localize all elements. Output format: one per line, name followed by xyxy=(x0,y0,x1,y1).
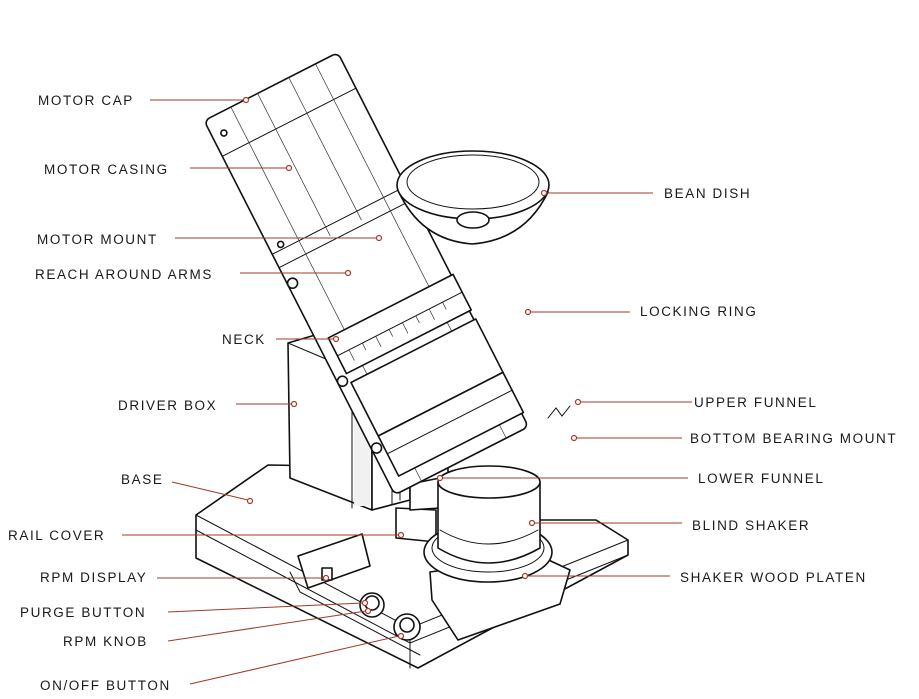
label-rail-cover: RAIL COVER xyxy=(8,528,105,543)
label-blind-shaker: BLIND SHAKER xyxy=(692,518,810,533)
logo-mark xyxy=(547,405,571,419)
label-lower-funnel: LOWER FUNNEL xyxy=(698,471,824,486)
grinder-illustration xyxy=(195,53,629,669)
label-motor-cap: MOTOR CAP xyxy=(38,93,134,108)
label-shaker-wood-platen: SHAKER WOOD PLATEN xyxy=(680,570,867,585)
blind-shaker-shape xyxy=(437,465,541,564)
label-upper-funnel: UPPER FUNNEL xyxy=(694,395,817,410)
label-base: BASE xyxy=(121,472,163,487)
label-locking-ring: LOCKING RING xyxy=(640,304,757,319)
label-bean-dish: BEAN DISH xyxy=(664,186,751,201)
label-neck: NECK xyxy=(222,332,266,347)
motor-body xyxy=(205,53,528,494)
labels-left: MOTOR CAP MOTOR CASING MOTOR MOUNT REACH… xyxy=(8,93,266,693)
label-reach-around-arms: REACH AROUND ARMS xyxy=(35,267,213,282)
control-panel xyxy=(297,533,421,641)
label-motor-mount: MOTOR MOUNT xyxy=(37,232,158,247)
bean-dish-shape xyxy=(396,150,550,245)
label-purge-button: PURGE BUTTON xyxy=(20,605,146,620)
label-on-off-button: ON/OFF BUTTON xyxy=(40,678,171,693)
label-rpm-display: RPM DISPLAY xyxy=(40,570,147,585)
leader-lines xyxy=(122,96,692,685)
label-rpm-knob: RPM KNOB xyxy=(63,634,148,649)
labels-right: BEAN DISH LOCKING RING UPPER FUNNEL BOTT… xyxy=(640,186,897,585)
label-motor-casing: MOTOR CASING xyxy=(44,162,169,177)
label-bottom-bearing-mount: BOTTOM BEARING MOUNT xyxy=(690,431,897,446)
label-driver-box: DRIVER BOX xyxy=(118,398,217,413)
